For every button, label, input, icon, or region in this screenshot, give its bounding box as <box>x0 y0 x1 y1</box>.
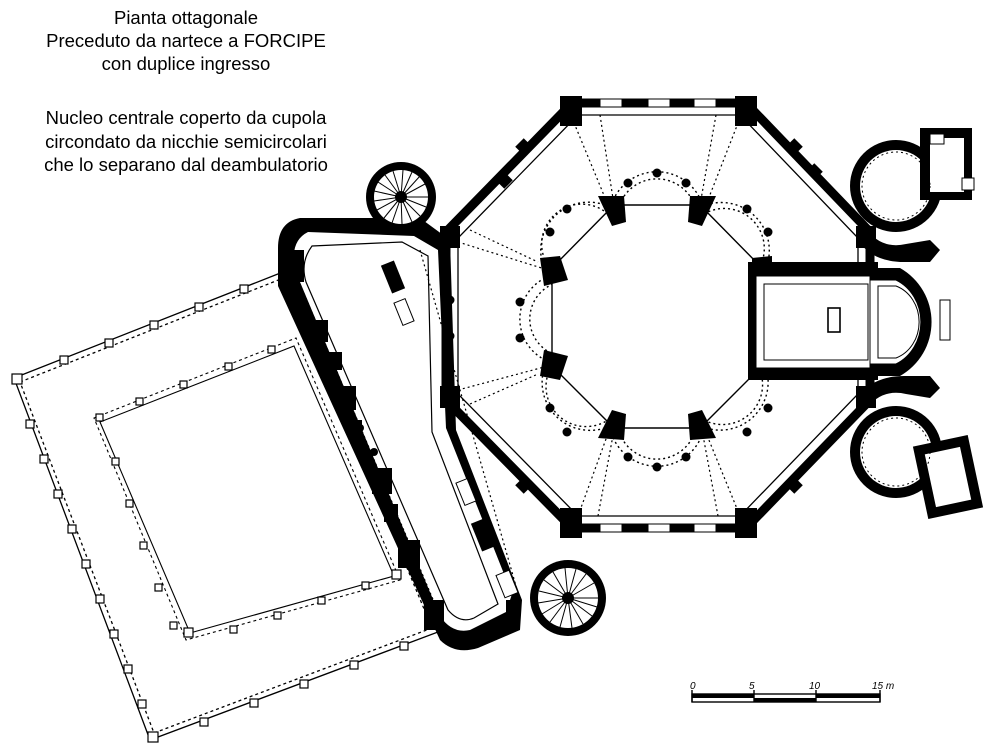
central-octagon <box>540 196 772 440</box>
scale-tick-5: 5 <box>749 681 755 692</box>
caption-line: con duplice ingresso <box>101 53 271 74</box>
caption-dome-description: Nucleo centrale coperto da cupola circon… <box>0 106 372 177</box>
caption-line: Preceduto da nartece a FORCIPE <box>46 30 326 51</box>
atrium-buttresses <box>11 284 409 743</box>
stair-tower-north <box>366 162 436 232</box>
caption-line: Nucleo centrale coperto da cupola <box>45 107 327 128</box>
caption-line: che lo separano dal deambulatorio <box>44 154 328 175</box>
narthex <box>278 218 522 651</box>
scale-tick-15: 15 m <box>872 681 894 692</box>
caption-line: circondato da nicchie semicircolari <box>45 130 327 152</box>
scale-tick-10: 10 <box>809 681 821 692</box>
caption-plan-description: Pianta ottagonale Preceduto da nartece a… <box>0 6 372 75</box>
scale-tick-0: 0 <box>690 681 696 692</box>
ambulatory-vault-lines <box>457 114 741 517</box>
outer-octagon-wall <box>440 96 876 538</box>
atrium-columns <box>95 345 402 638</box>
apse <box>869 268 951 376</box>
scale-bar: 0 5 10 15 m <box>690 681 894 703</box>
altar <box>827 307 841 333</box>
chapel-south <box>850 376 984 520</box>
stair-tower-south <box>530 560 606 636</box>
niche-columns <box>445 168 773 472</box>
chapel-north <box>850 128 975 262</box>
caption-line: Pianta ottagonale <box>113 7 258 28</box>
presbytery <box>748 262 878 380</box>
